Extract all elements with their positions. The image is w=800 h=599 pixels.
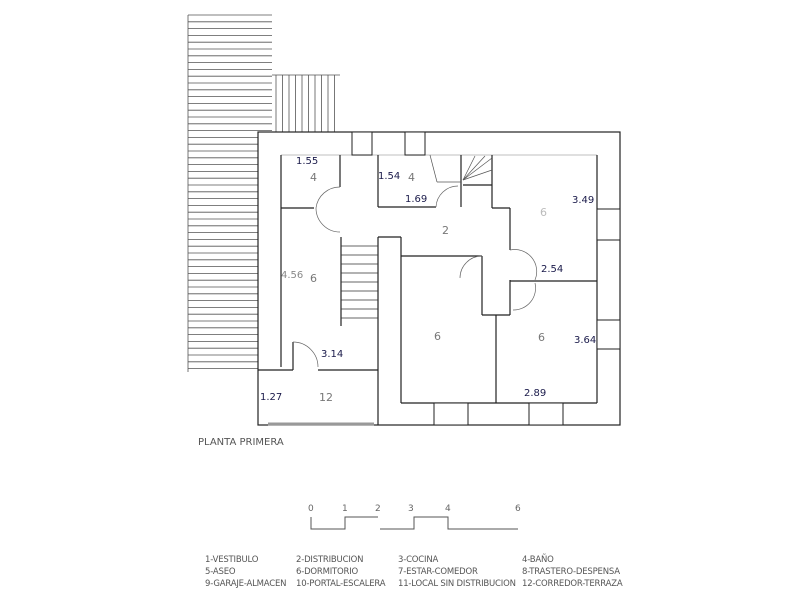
measure: 1.27 (260, 392, 283, 403)
scale-bar (310, 516, 518, 530)
legend-item: 5-ASEO (205, 567, 236, 577)
measure: 4.56 (281, 270, 304, 281)
legend-item: 10-PORTAL-ESCALERA (296, 579, 386, 589)
measure: 1.55 (296, 156, 319, 167)
room-number: 6 (310, 272, 317, 285)
room-number: 6 (538, 331, 545, 344)
legend-item: 7-ESTAR-COMEDOR (398, 567, 478, 577)
room-number: 12 (319, 391, 333, 404)
measure: 3.64 (574, 335, 597, 346)
room-number: 4 (408, 171, 415, 184)
staircase (341, 245, 378, 319)
measure: 2.54 (541, 264, 564, 275)
measure: 1.54 (378, 171, 401, 182)
legend-item: 8-TRASTERO-DESPENSA (522, 567, 620, 577)
legend-item: 2-DISTRIBUCION (296, 555, 364, 565)
legend-item: 6-DORMITORIO (296, 567, 359, 577)
measure: 3.49 (572, 195, 595, 206)
legend-item: 12-CORREDOR-TERRAZA (522, 579, 623, 589)
room-number: 2 (442, 224, 449, 237)
room-number: 6 (540, 206, 547, 219)
doors (292, 185, 538, 368)
legend-item: 1-VESTIBULO (205, 555, 259, 565)
legend-item: 11-LOCAL SIN DISTRIBUCION (398, 579, 516, 589)
measure: 3.14 (321, 349, 344, 360)
scale-tick: 4 (445, 504, 451, 514)
measure: 1.69 (405, 194, 428, 205)
measure: 2.89 (524, 388, 547, 399)
scale-tick: 2 (375, 504, 381, 514)
room-number: 4 (310, 171, 317, 184)
scale-tick: 3 (408, 504, 414, 514)
plan-title: PLANTA PRIMERA (198, 437, 284, 448)
scale-tick: 0 (308, 504, 314, 514)
scale-tick: 6 (515, 504, 521, 514)
legend-item: 9-GARAJE-ALMACEN (205, 579, 287, 589)
windows (351, 131, 621, 426)
hatched-stair-block (272, 74, 340, 132)
legend-item: 3-COCINA (398, 555, 439, 565)
legend-item: 4-BAÑO (522, 555, 554, 565)
hatched-terrace (187, 14, 272, 372)
stair-top-right (429, 154, 493, 183)
scale-tick: 1 (342, 504, 348, 514)
room-number: 6 (434, 330, 441, 343)
